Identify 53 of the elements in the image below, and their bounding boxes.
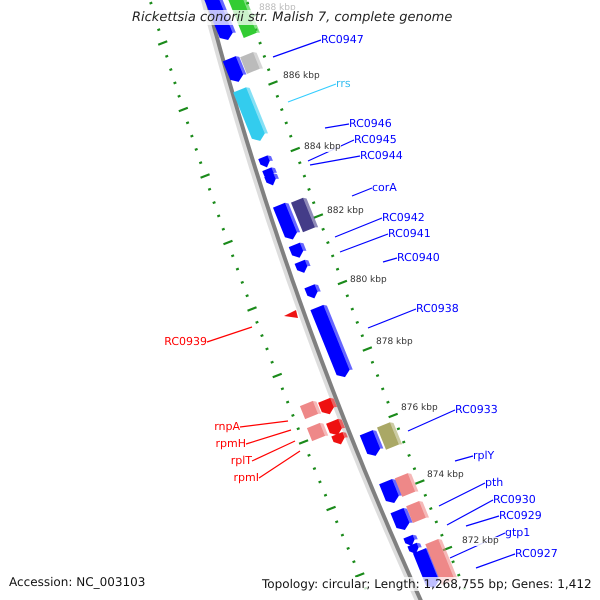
leader-line — [246, 429, 292, 445]
gene-label: RC0940 — [397, 252, 440, 263]
gene-label: RC0929 — [499, 510, 542, 521]
gene-label: RC0933 — [455, 404, 498, 415]
position-label: 872 kbp — [462, 537, 499, 546]
leader-line — [324, 123, 350, 129]
gene-label: RC0927 — [515, 548, 558, 559]
leader-line — [446, 499, 494, 526]
leader-line — [252, 440, 296, 462]
gene-label: rnpA — [214, 421, 240, 432]
position-label: 882 kbp — [327, 207, 364, 216]
title: Rickettsia conorii str. Malish 7, complete genome — [130, 10, 454, 25]
gene-label: RC0938 — [416, 303, 459, 314]
gene-label: RC0942 — [382, 212, 425, 223]
gene-label: rplY — [473, 450, 494, 461]
gene-label: rplT — [230, 455, 252, 466]
leader-line — [310, 155, 360, 166]
leader-line — [288, 83, 336, 103]
gene-label: RC0946 — [349, 118, 392, 129]
leader-line — [466, 515, 500, 527]
leader-line — [258, 450, 300, 478]
gene-label: RC0930 — [493, 494, 536, 505]
position-label: 884 kbp — [304, 143, 341, 152]
leader-line — [408, 409, 456, 432]
position-label: 880 kbp — [350, 276, 387, 285]
accession-text: Accession: NC_003103 — [9, 575, 146, 589]
position-label: 886 kbp — [283, 72, 320, 81]
leader-line — [382, 257, 398, 263]
gene-label: gtp1 — [505, 527, 530, 538]
gene-label: RC0947 — [321, 34, 364, 45]
position-label: 874 kbp — [427, 471, 464, 480]
gene-label: RC0939 — [164, 336, 207, 347]
leader-line — [454, 455, 474, 462]
gene-label: corA — [372, 182, 397, 193]
leader-line — [476, 553, 516, 569]
leader-line — [438, 482, 486, 507]
gene-label: rpmI — [234, 472, 259, 483]
leader-line — [352, 187, 372, 197]
position-label: 876 kbp — [401, 404, 438, 413]
position-label: 878 kbp — [376, 338, 413, 347]
leader-line — [272, 39, 322, 58]
leader-line — [206, 326, 252, 343]
leader-line — [340, 233, 388, 253]
gene-label: RC0941 — [388, 228, 431, 239]
gene-label: RC0945 — [354, 134, 397, 145]
gene-label: rrs — [336, 78, 351, 89]
leader-line — [240, 420, 288, 428]
leader-line — [368, 308, 416, 329]
gene-label: RC0944 — [360, 150, 403, 161]
genome-summary-text: Topology: circular; Length: 1,268,755 bp; Genes: 1,412 — [262, 577, 592, 591]
gene-label: rpmH — [216, 438, 246, 449]
gene-label: pth — [485, 477, 504, 488]
leader-line — [334, 217, 382, 238]
